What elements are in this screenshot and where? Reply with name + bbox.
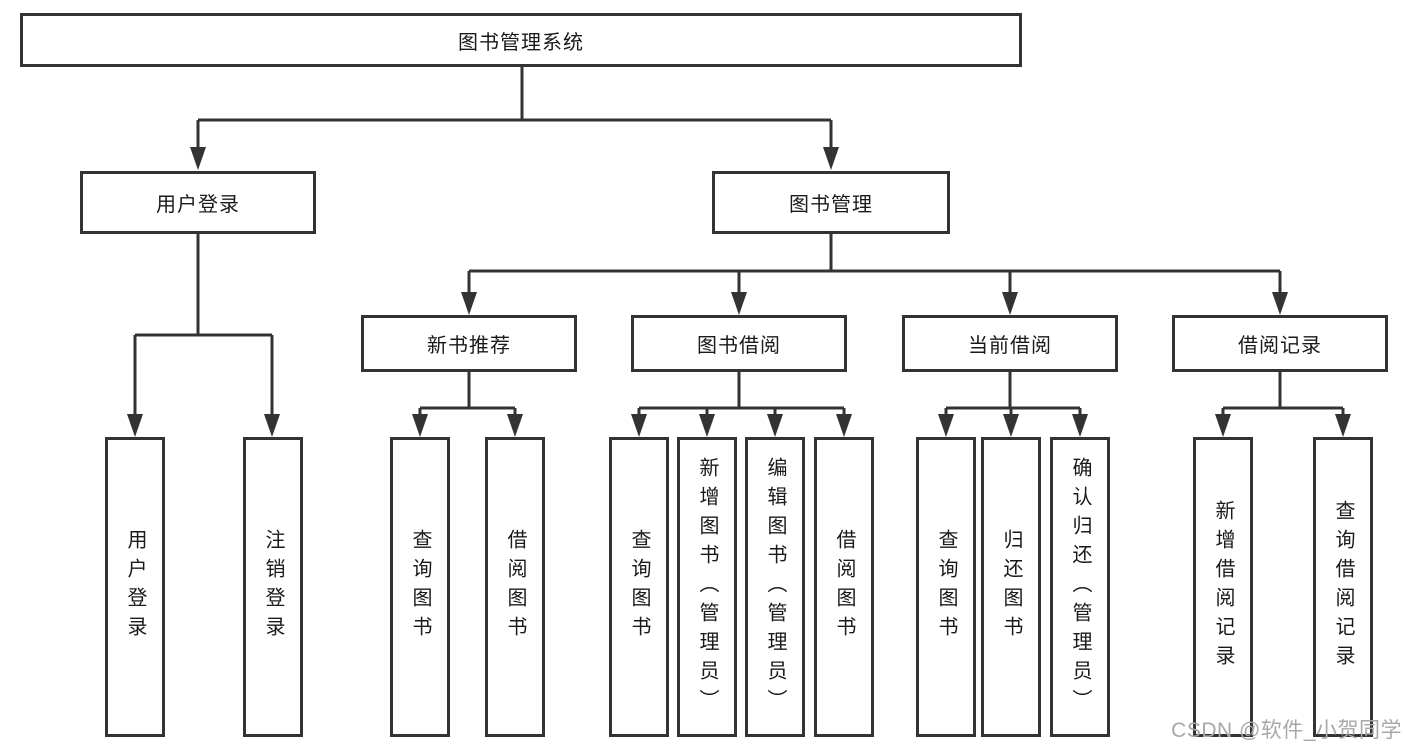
leaf-logout: 注销登录 [243, 437, 303, 737]
leaf-label: 确认归还（管理员） [1069, 456, 1091, 718]
leaf-label: 查询借阅记录 [1332, 500, 1354, 674]
leaf-label: 注销登录 [262, 529, 284, 645]
leaf-label: 编辑图书（管理员） [764, 456, 786, 718]
node-library-system-root: 图书管理系统 [20, 13, 1022, 67]
leaf-query-books-borrow: 查询图书 [609, 437, 669, 737]
leaf-label: 借阅图书 [833, 529, 855, 645]
leaf-query-books-recommend: 查询图书 [390, 437, 450, 737]
leaf-label: 归还图书 [1000, 529, 1022, 645]
node-new-book-recommendation: 新书推荐 [361, 315, 577, 372]
leaf-add-borrow-record: 新增借阅记录 [1193, 437, 1253, 737]
node-book-borrowing: 图书借阅 [631, 315, 847, 372]
arrowhead-icons [127, 147, 1351, 437]
leaf-borrow-books: 借阅图书 [814, 437, 874, 737]
node-label: 用户登录 [156, 194, 240, 216]
leaf-label: 查询图书 [935, 529, 957, 645]
node-current-borrowing: 当前借阅 [902, 315, 1118, 372]
leaf-confirm-return-admin: 确认归还（管理员） [1050, 437, 1110, 737]
leaf-borrow-books-recommend: 借阅图书 [485, 437, 545, 737]
leaf-query-books-current: 查询图书 [916, 437, 976, 737]
leaf-edit-book-admin: 编辑图书（管理员） [745, 437, 805, 737]
node-label: 新书推荐 [427, 335, 511, 357]
node-label: 借阅记录 [1238, 335, 1322, 357]
leaf-label: 新增图书（管理员） [696, 456, 718, 718]
node-borrowing-records: 借阅记录 [1172, 315, 1388, 372]
watermark: CSDN @软件_小贺同学 [1171, 719, 1402, 742]
node-user-login: 用户登录 [80, 171, 316, 234]
leaf-label: 新增借阅记录 [1212, 500, 1234, 674]
leaf-query-borrow-record: 查询借阅记录 [1313, 437, 1373, 737]
node-book-management: 图书管理 [712, 171, 950, 234]
node-label: 图书借阅 [697, 335, 781, 357]
node-label: 图书管理 [789, 194, 873, 216]
node-label: 图书管理系统 [458, 31, 584, 54]
leaf-return-books: 归还图书 [981, 437, 1041, 737]
leaf-label: 用户登录 [124, 529, 146, 645]
leaf-label: 借阅图书 [504, 529, 526, 645]
leaf-label: 查询图书 [628, 529, 650, 645]
leaf-user-login: 用户登录 [105, 437, 165, 737]
leaf-add-book-admin: 新增图书（管理员） [677, 437, 737, 737]
leaf-label: 查询图书 [409, 529, 431, 645]
node-label: 当前借阅 [968, 335, 1052, 357]
